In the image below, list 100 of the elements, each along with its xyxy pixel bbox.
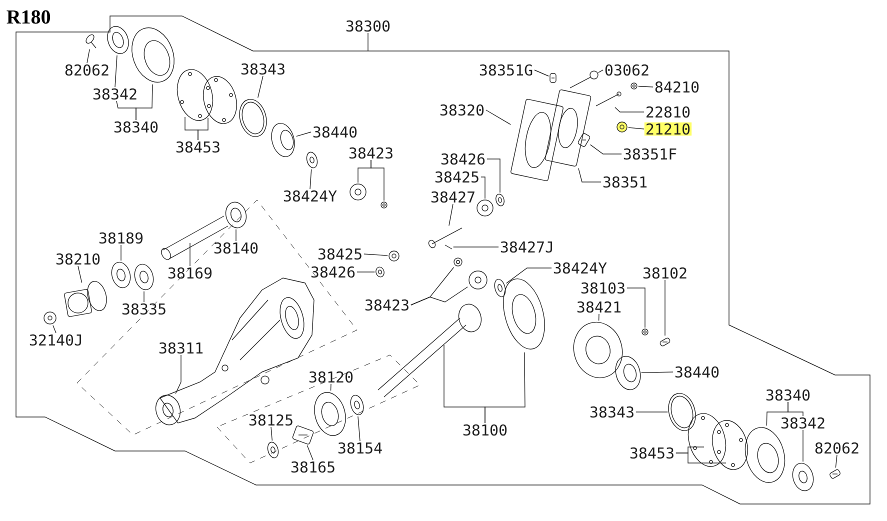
part-drawing	[350, 394, 364, 416]
part-drawing	[111, 262, 131, 288]
leader-line	[310, 169, 312, 190]
part-number: 38320	[440, 104, 484, 116]
part-drawing	[176, 69, 214, 121]
part-drawing	[134, 264, 154, 290]
part-number: 38342	[93, 88, 136, 100]
part-number: 38440	[675, 366, 719, 378]
leader-line	[484, 352, 526, 424]
part-drawing	[239, 99, 267, 137]
part-drawing	[744, 427, 786, 483]
part-drawing	[510, 98, 564, 182]
leader-line	[120, 244, 122, 261]
leader-line	[578, 168, 602, 182]
leader-line	[598, 70, 604, 73]
part-drawing	[107, 26, 129, 54]
part-drawing	[578, 133, 590, 147]
part-drawing	[570, 70, 598, 88]
part-drawing	[468, 270, 488, 290]
part-number: 38154	[338, 442, 382, 454]
part-drawing	[388, 250, 400, 262]
part-number: 38165	[291, 461, 334, 473]
leader-line	[78, 266, 82, 283]
part-drawing	[642, 328, 648, 336]
part-number: 38335	[122, 303, 166, 315]
leader-line	[296, 132, 312, 137]
part-number: 38342	[781, 417, 824, 429]
part-number: 38169	[168, 267, 212, 279]
part-number: 38425	[435, 171, 478, 183]
part-drawing	[64, 280, 107, 317]
part-drawing	[267, 442, 279, 458]
leader-line	[614, 107, 644, 112]
leader-line	[114, 55, 118, 88]
part-number: 38421	[577, 301, 621, 313]
leader-line	[628, 127, 644, 130]
part-number: 38425	[318, 248, 362, 260]
part-drawing	[550, 73, 556, 83]
part-drawing	[660, 338, 670, 346]
leader-line	[258, 76, 264, 98]
leader-line	[306, 444, 314, 460]
leader-line	[486, 158, 500, 193]
part-drawing	[495, 194, 505, 206]
part-drawing	[376, 266, 384, 278]
part-drawing	[225, 202, 247, 228]
leader-line	[448, 204, 454, 226]
part-drawing	[454, 258, 462, 266]
part-number: 38453	[176, 141, 220, 153]
leader-line	[506, 268, 552, 284]
part-number: 38210	[56, 253, 100, 265]
part-number: 38340	[766, 389, 810, 401]
leader-line	[364, 254, 388, 256]
part-drawing	[292, 426, 314, 444]
leader-line	[641, 372, 674, 374]
part-number: 82062	[65, 64, 108, 76]
leader-line	[198, 118, 208, 140]
part-drawing	[444, 244, 452, 250]
leader-line	[590, 144, 622, 154]
part-number: 38423	[349, 147, 392, 159]
leader-line	[358, 416, 360, 442]
title: R180	[6, 10, 50, 24]
leader-line	[598, 314, 600, 321]
part-number: 38424Y	[554, 262, 607, 274]
part-number: 82062	[815, 442, 858, 454]
leader-line	[136, 84, 153, 120]
part-drawing	[306, 152, 318, 168]
part-drawing	[476, 200, 494, 216]
part-number: 38102	[643, 267, 686, 279]
leader-line	[270, 426, 273, 441]
part-number: 38300	[346, 20, 390, 32]
part-drawing	[616, 122, 628, 132]
part-drawing	[380, 202, 388, 208]
leader-line	[52, 324, 56, 334]
part-number: 38351G	[480, 64, 532, 76]
part-number: 38125	[249, 414, 292, 426]
leader-line	[835, 454, 838, 468]
leader-line	[486, 110, 511, 125]
part-number: 38426	[311, 266, 355, 278]
part-drawing	[573, 322, 623, 378]
part-number: 84210	[655, 81, 699, 93]
part-drawing	[494, 278, 506, 298]
leader-line	[480, 176, 486, 199]
part-drawing	[668, 393, 696, 431]
leader-line	[453, 246, 499, 248]
part-drawing	[44, 312, 56, 324]
leader-line	[802, 430, 804, 462]
part-drawing	[830, 469, 840, 479]
leader-line	[175, 354, 182, 394]
leader-line	[86, 49, 90, 64]
part-drawing	[271, 122, 295, 157]
part-drawing	[596, 92, 622, 106]
part-drawing	[688, 413, 726, 467]
part-number: 38424Y	[284, 190, 337, 202]
part-drawing	[350, 184, 366, 200]
part-number: 38423	[365, 299, 408, 311]
part-number: 38426	[441, 153, 485, 165]
part-number: 22810	[646, 106, 690, 118]
leader-line	[638, 86, 654, 88]
part-number: 38140	[214, 242, 258, 254]
part-number: 38343	[241, 63, 284, 75]
part-number: 38311	[159, 342, 203, 354]
